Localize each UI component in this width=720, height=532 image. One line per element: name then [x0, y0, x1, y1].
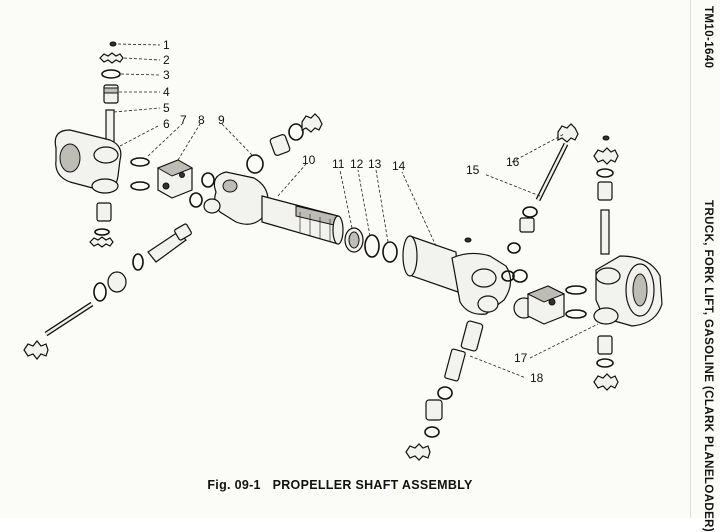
callout-14: 14: [392, 159, 406, 173]
tube-yoke-group: [402, 235, 535, 319]
manual-title: TRUCK, FORK LIFT, GASOLINE (CLARK PLANEL…: [702, 200, 714, 532]
callout-9: 9: [218, 113, 225, 127]
figure-caption: Fig. 09-1 PROPELLER SHAFT ASSEMBLY: [0, 478, 680, 492]
callout-8: 8: [198, 113, 205, 127]
lower-center-journal-group: [405, 320, 484, 461]
slip-yoke-group: [203, 113, 344, 245]
callout-16: 16: [506, 155, 520, 169]
callout-15: 15: [466, 163, 480, 177]
callout-2: 2: [163, 53, 170, 67]
exploded-view-drawing: 1 2 3 4 5 6 7 8 9 10 11 12 13 14 15 16 1…: [23, 38, 663, 461]
left-yoke-group: [54, 41, 194, 248]
callout-4: 4: [163, 85, 170, 99]
manual-number: TM10-1640: [702, 6, 714, 69]
margin-divider: [690, 0, 691, 518]
callout-17: 17: [514, 351, 528, 365]
figure-number: Fig. 09-1: [207, 478, 261, 492]
callout-5: 5: [163, 101, 170, 115]
callout-1: 1: [163, 38, 170, 52]
callout-10: 10: [302, 153, 316, 167]
callout-13: 13: [368, 157, 382, 171]
figure-title: PROPELLER SHAFT ASSEMBLY: [272, 478, 473, 492]
right-flange-group: [526, 135, 663, 391]
seal-washer-group: [344, 227, 398, 263]
callout-numbers: 1 2 3 4 5 6 7 8 9 10 11 12 13 14 15 16 1…: [163, 38, 544, 385]
callout-7: 7: [180, 113, 187, 127]
callout-11: 11: [332, 157, 345, 171]
callout-12: 12: [350, 157, 364, 171]
running-header: TM10-1640 TRUCK, FORK LIFT, GASOLINE (CL…: [694, 6, 716, 532]
callout-18: 18: [530, 371, 544, 385]
callout-6: 6: [163, 117, 170, 131]
callout-leaders: [113, 43, 599, 379]
lower-left-parts: [23, 172, 215, 360]
callout-3: 3: [163, 68, 170, 82]
upper-right-pin-group: [519, 123, 579, 233]
